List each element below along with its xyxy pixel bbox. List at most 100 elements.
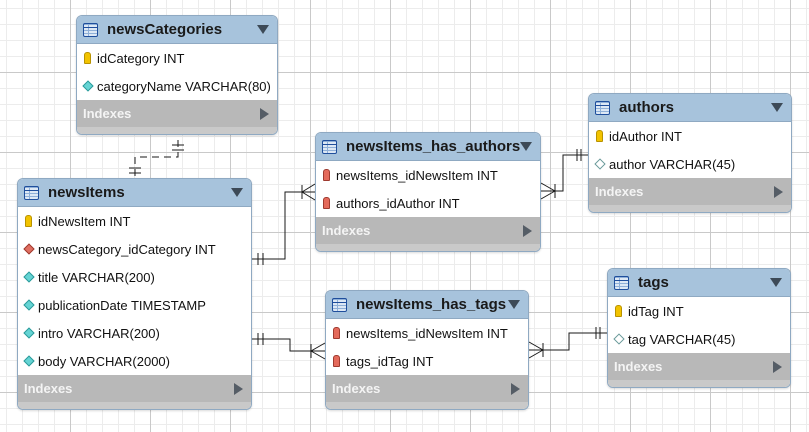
indexes-label: Indexes <box>332 381 381 396</box>
table-header[interactable]: newsCategories <box>77 16 277 44</box>
table-icon <box>322 139 337 154</box>
table-menu-dropdown-icon[interactable] <box>508 300 520 309</box>
relationship-tags-newsitems-has-tags[interactable] <box>528 327 607 359</box>
column-label: intro VARCHAR(200) <box>38 325 160 341</box>
indexes-section[interactable]: Indexes <box>77 100 277 127</box>
column-label: body VARCHAR(2000) <box>38 353 170 369</box>
column-label: newsItems_idNewsItem INT <box>336 167 498 183</box>
column-row[interactable]: newsItems_idNewsItem INT <box>316 161 540 189</box>
indexes-label: Indexes <box>322 223 371 238</box>
column-label: newsItems_idNewsItem INT <box>346 325 508 341</box>
table-header[interactable]: newsItems_has_authors <box>316 133 540 161</box>
foreign-key-pk-icon <box>323 169 330 181</box>
table-title: newsCategories <box>107 21 223 38</box>
table-icon <box>24 185 39 200</box>
indexes-section[interactable]: Indexes <box>589 178 791 205</box>
table-newsitems-has-tags[interactable]: newsItems_has_tags newsItems_idNewsItem … <box>325 290 529 410</box>
table-authors[interactable]: authors idAuthor INT author VARCHAR(45) … <box>588 93 792 213</box>
column-row[interactable]: tag VARCHAR(45) <box>608 325 790 353</box>
table-newsitems[interactable]: newsItems idNewsItem INT newsCategory_id… <box>17 178 252 410</box>
column-row[interactable]: body VARCHAR(2000) <box>18 347 251 375</box>
column-row[interactable]: newsItems_idNewsItem INT <box>326 319 528 347</box>
relationship-newsitems-newsitems-has-tags[interactable] <box>252 333 326 360</box>
table-menu-dropdown-icon[interactable] <box>231 188 243 197</box>
column-row[interactable]: categoryName VARCHAR(80) <box>77 72 277 100</box>
table-menu-dropdown-icon[interactable] <box>520 142 533 151</box>
column-label: publicationDate TIMESTAMP <box>38 297 206 313</box>
column-row[interactable]: idNewsItem INT <box>18 207 251 235</box>
expand-arrow-icon[interactable] <box>234 382 243 395</box>
column-label: idCategory INT <box>97 50 185 66</box>
column-row[interactable]: idCategory INT <box>77 44 277 72</box>
column-label: newsCategory_idCategory INT <box>38 241 216 257</box>
indexes-section[interactable]: Indexes <box>326 375 528 402</box>
table-footer <box>589 205 791 212</box>
table-tags[interactable]: tags idTag INT tag VARCHAR(45) Indexes <box>607 268 791 388</box>
not-null-column-icon <box>82 80 94 92</box>
table-header[interactable]: newsItems_has_tags <box>326 291 528 319</box>
table-title: tags <box>638 274 669 291</box>
indexes-label: Indexes <box>614 359 663 374</box>
relationship-newscategories-newsitems[interactable] <box>129 140 184 178</box>
indexes-section[interactable]: Indexes <box>316 217 540 244</box>
table-footer <box>316 244 540 251</box>
nullable-column-icon <box>594 158 606 170</box>
column-label: tag VARCHAR(45) <box>628 331 736 347</box>
expand-arrow-icon[interactable] <box>523 224 532 237</box>
indexes-label: Indexes <box>595 184 644 199</box>
foreign-key-pk-icon <box>323 197 330 209</box>
expand-arrow-icon[interactable] <box>774 185 783 198</box>
table-newscategories[interactable]: newsCategories idCategory INT categoryNa… <box>76 15 278 135</box>
not-null-column-icon <box>23 355 35 367</box>
indexes-section[interactable]: Indexes <box>18 375 251 402</box>
table-header[interactable]: newsItems <box>18 179 251 207</box>
table-header[interactable]: tags <box>608 269 790 297</box>
table-title: newsItems_has_tags <box>356 296 507 313</box>
relationship-authors-newsitems-has-authors[interactable] <box>540 149 588 200</box>
table-header[interactable]: authors <box>589 94 791 122</box>
table-title: authors <box>619 99 675 116</box>
column-row[interactable]: intro VARCHAR(200) <box>18 319 251 347</box>
column-label: idNewsItem INT <box>38 213 131 229</box>
column-label: idTag INT <box>628 303 684 319</box>
column-label: author VARCHAR(45) <box>609 156 736 172</box>
column-label: authors_idAuthor INT <box>336 195 460 211</box>
indexes-section[interactable]: Indexes <box>608 353 790 380</box>
column-label: categoryName VARCHAR(80) <box>97 78 271 94</box>
table-menu-dropdown-icon[interactable] <box>770 278 782 287</box>
column-label: title VARCHAR(200) <box>38 269 155 285</box>
column-row[interactable]: author VARCHAR(45) <box>589 150 791 178</box>
column-row[interactable]: idAuthor INT <box>589 122 791 150</box>
foreign-key-pk-icon <box>333 355 340 367</box>
column-row[interactable]: idTag INT <box>608 297 790 325</box>
primary-key-icon <box>25 215 32 227</box>
column-row[interactable]: authors_idAuthor INT <box>316 189 540 217</box>
foreign-key-column-icon <box>23 243 35 255</box>
relationship-newsitems-newsitems-has-authors[interactable] <box>252 183 316 265</box>
table-title: newsItems <box>48 184 125 201</box>
expand-arrow-icon[interactable] <box>773 360 782 373</box>
expand-arrow-icon[interactable] <box>260 107 269 120</box>
primary-key-icon <box>615 305 622 317</box>
table-footer <box>77 127 277 134</box>
indexes-label: Indexes <box>24 381 73 396</box>
expand-arrow-icon[interactable] <box>511 382 520 395</box>
column-row[interactable]: title VARCHAR(200) <box>18 263 251 291</box>
not-null-column-icon <box>23 327 35 339</box>
primary-key-icon <box>84 52 91 64</box>
table-menu-dropdown-icon[interactable] <box>257 25 269 34</box>
nullable-column-icon <box>613 333 625 345</box>
column-row[interactable]: tags_idTag INT <box>326 347 528 375</box>
primary-key-icon <box>596 130 603 142</box>
not-null-column-icon <box>23 299 35 311</box>
column-row[interactable]: newsCategory_idCategory INT <box>18 235 251 263</box>
table-footer <box>326 402 528 409</box>
table-menu-dropdown-icon[interactable] <box>771 103 783 112</box>
table-newsitems-has-authors[interactable]: newsItems_has_authors newsItems_idNewsIt… <box>315 132 541 252</box>
column-label: tags_idTag INT <box>346 353 434 369</box>
foreign-key-pk-icon <box>333 327 340 339</box>
indexes-label: Indexes <box>83 106 132 121</box>
column-row[interactable]: publicationDate TIMESTAMP <box>18 291 251 319</box>
